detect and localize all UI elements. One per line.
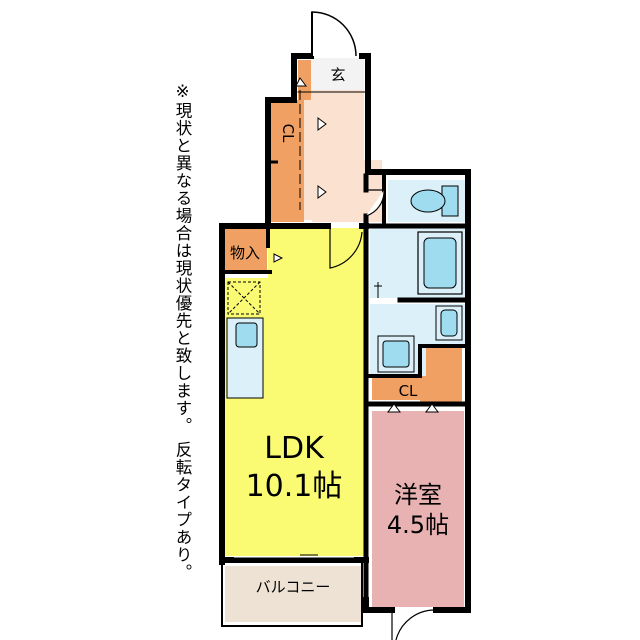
closet-upper-label: CL (279, 124, 297, 143)
storage-label: 物入 (230, 244, 260, 262)
western-door-icon (391, 609, 437, 640)
ldk-door-icon (329, 228, 363, 269)
disclaimer-note: ※現状と異なる場合は現状優先と致します。 反転タイプあり。 (173, 82, 192, 581)
ldk-name: LDK (264, 431, 325, 466)
balcony-label: バルコニー (256, 578, 331, 596)
balcony-rail (221, 562, 363, 627)
ldk-size: 10.1帖 (246, 469, 343, 504)
washbasin-icon (435, 305, 463, 341)
western-room (372, 411, 464, 607)
entrance-door-icon (311, 11, 357, 57)
toilet-door-icon (365, 189, 385, 217)
sink-icon (235, 322, 258, 348)
washing-machine-icon (377, 335, 415, 373)
entrance-floor (311, 58, 364, 90)
toilet-icon (410, 185, 459, 217)
closet-lower-label: CL (399, 382, 418, 400)
entrance-label: 玄 (330, 66, 345, 84)
balcony (225, 566, 361, 622)
storage-room (225, 228, 267, 272)
western-room-size: 4.5帖 (387, 511, 449, 539)
western-room-name: 洋室 (394, 481, 442, 509)
range-hood-icon (227, 281, 261, 315)
bathtub-icon (417, 231, 463, 295)
entrance-closet-top (298, 60, 311, 100)
